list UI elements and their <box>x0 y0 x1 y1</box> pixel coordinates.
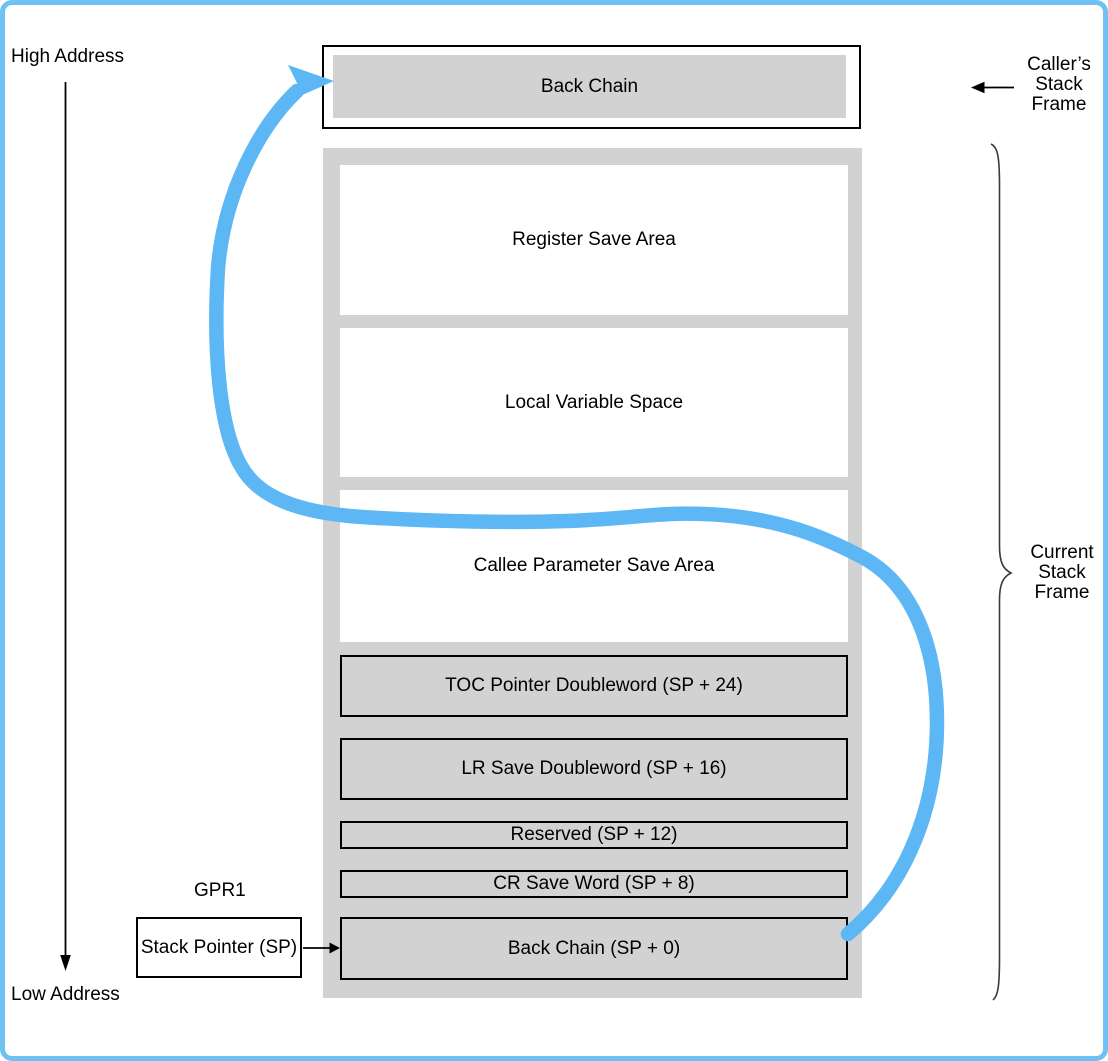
toc-pointer-box: TOC Pointer Doubleword (SP + 24) <box>340 655 848 717</box>
reserved-box: Reserved (SP + 12) <box>340 821 848 849</box>
lr-save-label: LR Save Doubleword (SP + 16) <box>461 758 727 779</box>
back-chain-sp0-label: Back Chain (SP + 0) <box>507 937 681 959</box>
callee-parameter-save-area-label: Callee Parameter Save Area <box>473 555 715 576</box>
gpr1-label: GPR1 <box>194 880 246 901</box>
reserved-label: Reserved (SP + 12) <box>510 824 678 845</box>
stack-pointer-label: Stack Pointer (SP) <box>140 936 298 958</box>
high-address-label: High Address <box>11 46 125 67</box>
lr-save-box: LR Save Doubleword (SP + 16) <box>340 738 848 800</box>
local-variable-space-box: Local Variable Space <box>340 328 848 477</box>
local-variable-space-label: Local Variable Space <box>504 391 684 413</box>
back-chain-label: Back Chain <box>540 75 639 97</box>
current-frame-label: Current Stack Frame <box>1030 542 1094 603</box>
cr-save-label: CR Save Word (SP + 8) <box>493 873 695 894</box>
back-chain-sp0-box: Back Chain (SP + 0) <box>340 917 848 980</box>
current-frame-brace <box>990 143 1013 1001</box>
callers-frame-label: Caller’s Stack Frame <box>1027 54 1091 115</box>
stack-pointer-box: Stack Pointer (SP) <box>136 917 302 978</box>
register-save-area-label: Register Save Area <box>512 229 676 250</box>
callers-frame-arrow <box>971 81 1014 94</box>
callee-parameter-save-area-box: Callee Parameter Save Area <box>340 490 848 642</box>
back-chain-fill: Back Chain <box>333 55 846 118</box>
register-save-area-box: Register Save Area <box>340 165 848 315</box>
cr-save-box: CR Save Word (SP + 8) <box>340 870 848 898</box>
address-direction-arrow <box>60 82 71 971</box>
low-address-label: Low Address <box>11 984 120 1005</box>
toc-pointer-label: TOC Pointer Doubleword (SP + 24) <box>445 675 743 696</box>
callers-back-chain-box: Back Chain <box>322 45 861 129</box>
